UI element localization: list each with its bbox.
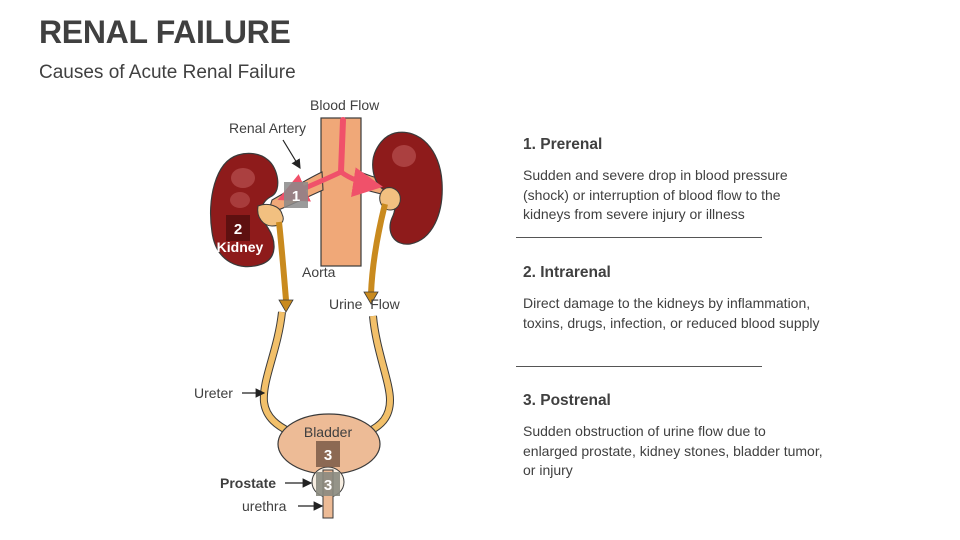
marker-intrarenal: 2 xyxy=(226,215,250,241)
kidney-label: Kidney xyxy=(217,239,264,255)
ureters xyxy=(259,311,395,436)
marker-postrenal-bladder-number: 3 xyxy=(324,447,332,464)
renal-artery-label: Renal Artery xyxy=(229,120,306,136)
marker-postrenal-prostate-number: 3 xyxy=(324,477,332,494)
marker-prerenal-number: 1 xyxy=(292,188,300,205)
marker-postrenal-bladder: 3 xyxy=(316,441,340,467)
prostate-label: Prostate xyxy=(220,475,276,491)
page-subtitle: Causes of Acute Renal Failure xyxy=(39,62,296,83)
aorta-label: Aorta xyxy=(302,264,336,280)
cause-postrenal: 3. Postrenal Sudden obstruction of urine… xyxy=(523,392,823,481)
urethra-label: urethra xyxy=(242,498,287,514)
cause-intrarenal-description: Direct damage to the kidneys by inflamma… xyxy=(523,295,820,331)
cause-intrarenal: 2. Intrarenal Direct damage to the kidne… xyxy=(523,264,823,333)
ureter-label: Ureter xyxy=(194,385,233,401)
cause-postrenal-description: Sudden obstruction of urine flow due to … xyxy=(523,423,823,478)
right-kidney xyxy=(372,131,443,245)
cause-postrenal-heading: 3. Postrenal xyxy=(523,392,611,409)
marker-prerenal: 1 xyxy=(284,182,308,208)
cause-prerenal-heading: 1. Prerenal xyxy=(523,136,603,153)
divider xyxy=(516,237,762,238)
urine-flow-right xyxy=(363,203,388,305)
pointer-lines xyxy=(242,139,324,511)
bladder-label: Bladder xyxy=(304,424,353,440)
marker-postrenal-prostate: 3 xyxy=(316,472,340,496)
cause-prerenal-description: Sudden and severe drop in blood pressure… xyxy=(523,167,788,222)
cause-prerenal: 1. Prerenal Sudden and severe drop in bl… xyxy=(523,136,823,225)
marker-intrarenal-number: 2 xyxy=(234,221,242,238)
page-title: RENAL FAILURE xyxy=(39,14,291,50)
urine-flow-left xyxy=(276,221,294,313)
urine-flow-label: Urine Flow xyxy=(329,296,401,312)
blood-flow-label: Blood Flow xyxy=(310,97,380,113)
cause-intrarenal-heading: 2. Intrarenal xyxy=(523,264,611,281)
divider xyxy=(516,366,762,367)
